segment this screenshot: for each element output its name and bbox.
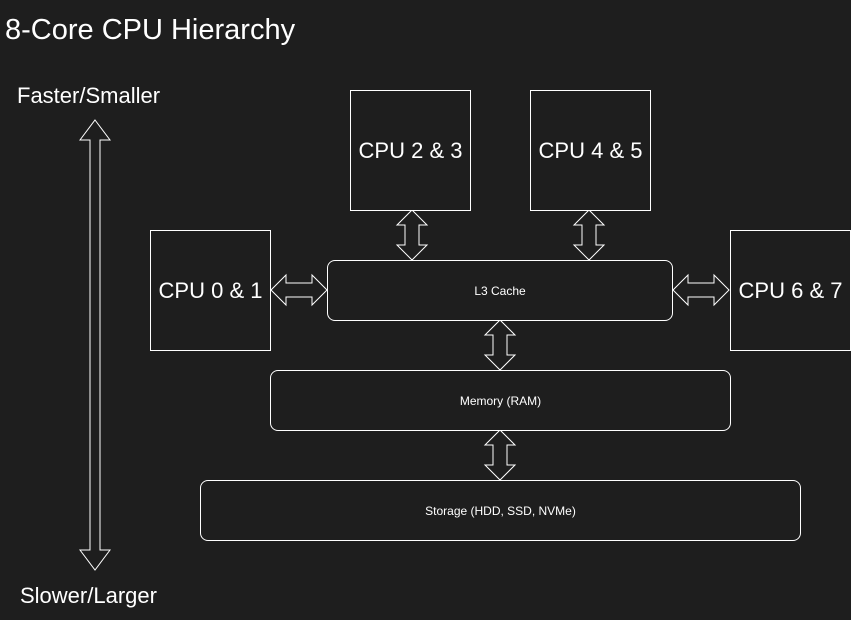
cpu-6-7-label: CPU 6 & 7 (738, 277, 843, 303)
l3-cache-box: L3 Cache (327, 260, 673, 321)
cpu-4-5-label: CPU 4 & 5 (538, 137, 643, 163)
memory-label: Memory (RAM) (459, 393, 542, 408)
storage-label: Storage (HDD, SSD, NVMe) (425, 503, 576, 518)
axis-bottom-label: Slower/Larger (20, 583, 157, 608)
speed-scale-arrow (79, 119, 111, 571)
cpu-0-1-label: CPU 0 & 1 (158, 277, 263, 303)
l3-cache-label: L3 Cache (474, 283, 526, 298)
storage-box: Storage (HDD, SSD, NVMe) (200, 480, 801, 541)
connector-cpu45-l3 (572, 209, 606, 261)
connector-memory-storage (483, 429, 517, 481)
cpu-0-1-box: CPU 0 & 1 (150, 230, 271, 351)
diagram-title: 8-Core CPU Hierarchy (5, 14, 296, 46)
connector-cpu01-l3 (270, 273, 328, 307)
connector-l3-memory (483, 319, 517, 371)
memory-box: Memory (RAM) (270, 370, 731, 431)
connector-cpu23-l3 (395, 209, 429, 261)
cpu-2-3-box: CPU 2 & 3 (350, 90, 471, 211)
cpu-2-3-label: CPU 2 & 3 (358, 137, 463, 163)
cpu-4-5-box: CPU 4 & 5 (530, 90, 651, 211)
connector-l3-cpu67 (672, 273, 730, 307)
axis-top-label: Faster/Smaller (17, 83, 161, 108)
cpu-6-7-box: CPU 6 & 7 (730, 230, 851, 351)
